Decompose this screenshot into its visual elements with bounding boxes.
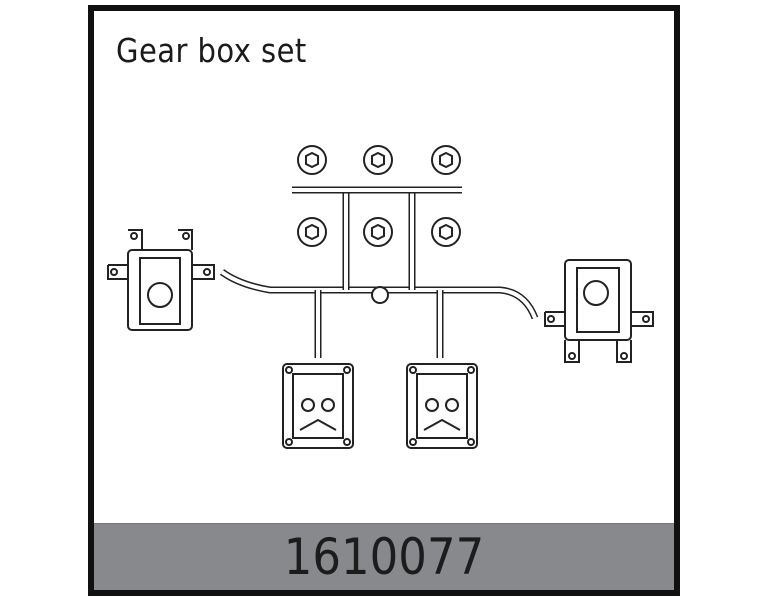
sprue-runner (219, 186, 539, 358)
product-card: Gear box set 1610077 (88, 5, 680, 596)
gearbox-cover-1 (282, 363, 354, 449)
product-title: Gear box set (116, 31, 307, 70)
gearbox-housing-right (544, 259, 654, 363)
part-number: 1610077 (283, 528, 485, 586)
gearbox-housing-left (107, 229, 215, 331)
gearbox-cover-2 (406, 363, 478, 449)
hex-nuts (297, 145, 461, 247)
part-number-bar: 1610077 (94, 523, 674, 590)
